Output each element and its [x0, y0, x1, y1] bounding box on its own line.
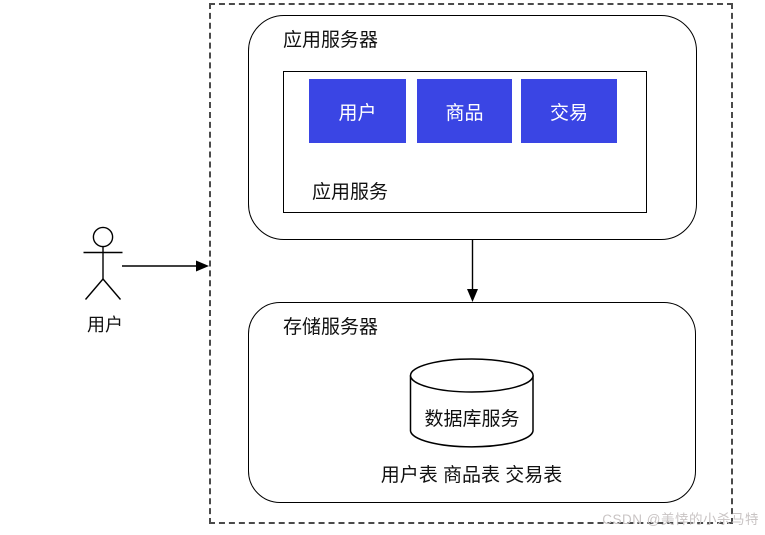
module-product: 商品 — [417, 79, 512, 143]
app-service-group: 用户 商品 交易 应用服务 — [283, 71, 647, 213]
storage-server-title: 存储服务器 — [283, 317, 379, 338]
app-server-box: 应用服务器 — [248, 15, 697, 240]
tables-label: 用户表 商品表 交易表 — [380, 465, 563, 486]
actor-icon — [83, 226, 123, 300]
app-server-title: 应用服务器 — [283, 30, 379, 51]
csdn-watermark: CSDN @美悻的小杀马特 — [602, 512, 759, 527]
app-service-label: 应用服务 — [312, 182, 389, 203]
arrow-user-to-system — [122, 260, 209, 272]
database-label: 数据库服务 — [424, 409, 520, 430]
storage-server-box: 存储服务器 — [248, 302, 696, 503]
system-boundary — [209, 3, 733, 524]
actor-label: 用户 — [87, 315, 123, 335]
module-trade: 交易 — [521, 79, 617, 143]
module-user: 用户 — [309, 79, 406, 143]
